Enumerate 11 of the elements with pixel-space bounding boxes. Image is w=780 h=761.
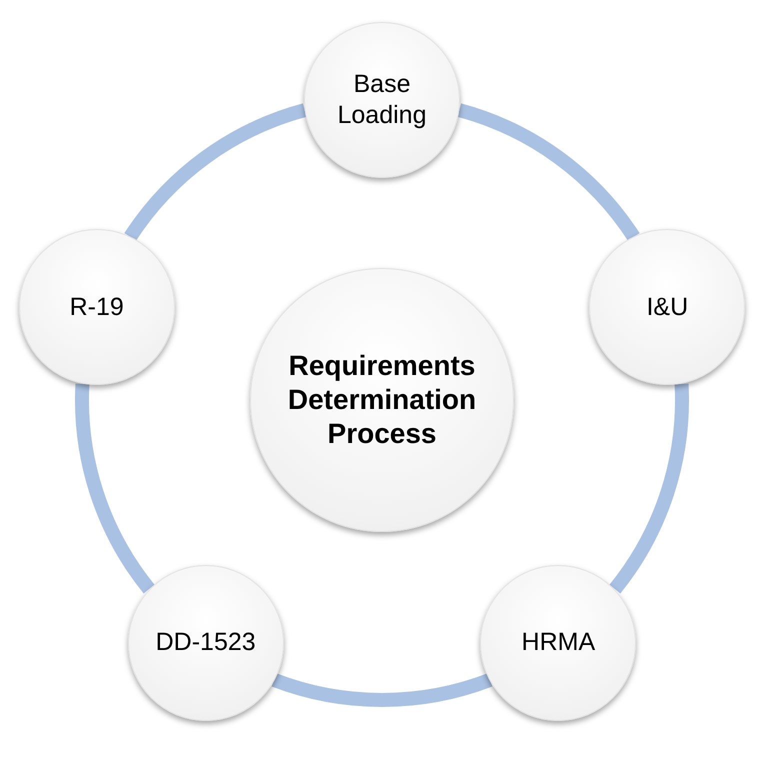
ring-connector xyxy=(609,384,689,594)
node-label: Requirements Determination Process xyxy=(286,349,478,451)
ring-connector xyxy=(124,104,307,242)
ring-connector xyxy=(75,384,155,594)
node-label: R-19 xyxy=(70,292,124,323)
node-label: HRMA xyxy=(522,627,596,658)
node-label: DD-1523 xyxy=(156,627,256,658)
ring-connector xyxy=(272,673,492,707)
node-label: Base Loading xyxy=(336,69,428,131)
node-label: I&U xyxy=(646,292,688,323)
ring-connector xyxy=(457,104,640,242)
